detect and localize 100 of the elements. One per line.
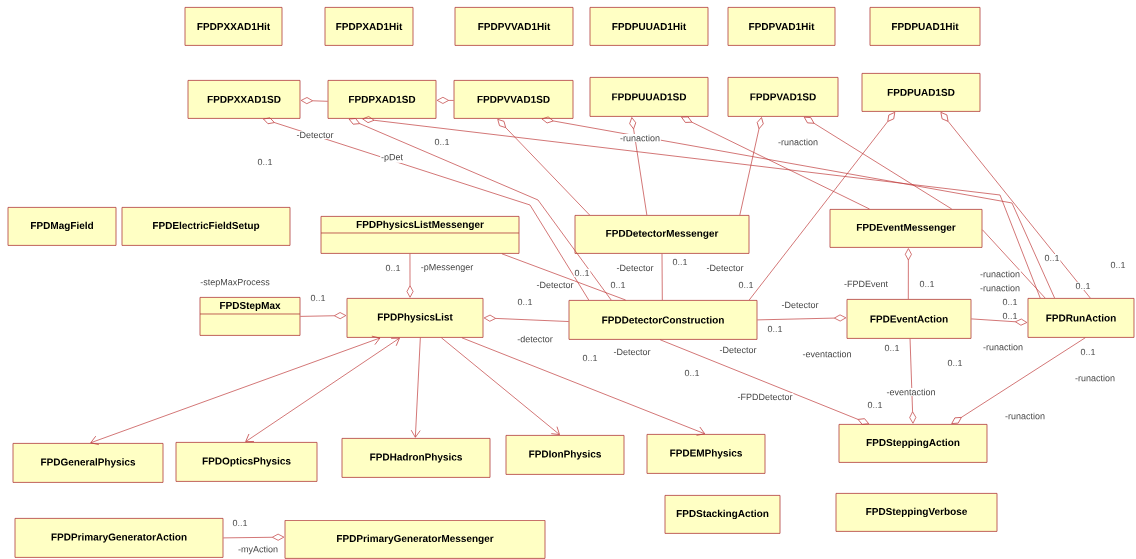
class-box: FPDPXXAD1Hit <box>184 7 283 46</box>
multiplicity-label: 0..1 <box>384 264 402 272</box>
association-line <box>803 116 953 210</box>
edge-label: -myAction <box>237 545 279 555</box>
class-box: FPDPUAD1SD <box>861 73 981 112</box>
association-line <box>436 96 454 104</box>
edge-label: -FPDEvent <box>843 280 889 288</box>
class-box: FPDEMPhysics <box>646 434 766 474</box>
edge-label: -pDet <box>380 153 404 163</box>
association-line <box>971 318 1028 326</box>
multiplicity-label: 0..1 <box>231 519 249 527</box>
edge-label: -runaction <box>619 133 661 143</box>
class-box: FPDRunAction <box>1027 298 1135 338</box>
multiplicity-label: 0..1 <box>609 281 627 289</box>
multiplicity-label: 0..1 <box>309 294 327 302</box>
class-box: FPDDetectorConstruction <box>568 300 758 340</box>
association-line <box>739 117 764 216</box>
multiplicity-label: -Detector <box>612 348 652 356</box>
association-line <box>441 337 560 435</box>
multiplicity-label: 0..1 <box>256 158 274 166</box>
multiplicity-label: 0..1 <box>766 325 784 333</box>
class-box: FPDPXAD1Hit <box>324 7 414 46</box>
edge-label: -Detector <box>295 131 335 139</box>
multiplicity-label: 0..1 <box>683 369 701 377</box>
association-line <box>348 118 612 301</box>
association-line <box>681 116 870 210</box>
association-line <box>748 112 896 301</box>
association-line <box>940 112 1091 299</box>
class-box: FPDPhysicsList <box>346 298 484 338</box>
edge-label: -detector <box>516 334 554 344</box>
multiplicity-label: 0..1 <box>946 359 964 367</box>
edge-label: -eventaction <box>885 387 937 397</box>
association-line <box>90 335 381 445</box>
edge-label: -FPDDetector <box>736 393 794 401</box>
association-line <box>483 314 569 322</box>
class-box: FPDPUUAD1Hit <box>589 7 709 46</box>
association-line <box>245 337 400 442</box>
class-box: FPDGeneralPhysics <box>12 443 164 483</box>
multiplicity-label: -Detector <box>535 281 575 289</box>
multiplicity-label: 0..1 <box>573 269 591 277</box>
class-box: FPDStackingAction <box>664 495 781 534</box>
multiplicity-label: 0..1 <box>433 138 451 146</box>
multiplicity-label: 0..1 <box>1001 298 1019 306</box>
association-line <box>223 533 285 541</box>
association-line <box>951 337 1086 424</box>
association-line <box>909 338 917 424</box>
multiplicity-label: 0..1 <box>1043 254 1061 262</box>
class-box: FPDHadronPhysics <box>341 438 491 478</box>
class-box: FPDPVVAD1Hit <box>454 7 574 46</box>
class-box: FPDIonPhysics <box>505 435 625 475</box>
class-box: FPDDetectorMessenger <box>574 215 750 254</box>
multiplicity-label: 0..1 <box>1109 261 1127 269</box>
multiplicity-label: 0..1 <box>1079 348 1097 356</box>
multiplicity-label: 0..1 <box>918 280 936 288</box>
class-box: FPDPVVAD1SD <box>453 80 574 119</box>
association-line <box>362 116 1041 299</box>
multiplicity-label: -eventaction <box>801 349 853 359</box>
class-box: FPDPVAD1SD <box>727 77 839 117</box>
association-line <box>904 248 912 300</box>
multiplicity-label: 0..1 <box>1001 312 1019 320</box>
edge-label: -runaction <box>1004 411 1046 421</box>
class-box: FPDPUAD1Hit <box>869 7 981 46</box>
multiplicity-label: 0..1 <box>516 298 534 306</box>
class-box: FPDPrimaryGeneratorAction <box>14 518 224 558</box>
class-box: FPDPUUAD1SD <box>589 77 709 117</box>
multiplicity-label: -runaction <box>979 283 1021 293</box>
edge-label: -stepMaxProcess <box>199 278 271 288</box>
multiplicity-label: -Detector <box>705 264 745 272</box>
multiplicity-label: -Detector <box>615 264 655 272</box>
multiplicity-label: 0..1 <box>581 354 599 362</box>
association-line <box>410 337 421 438</box>
association-line <box>541 116 1055 299</box>
class-box: FPDPrimaryGeneratorMessenger <box>284 520 546 559</box>
class-box: FPDSteppingVerbose <box>835 493 998 532</box>
class-box: FPDMagField <box>7 207 117 246</box>
association-line <box>659 339 870 425</box>
association-line <box>982 229 1046 299</box>
class-box: FPDPXXAD1SD <box>187 80 301 119</box>
multiplicity-label: 0..1 <box>1074 282 1092 290</box>
edge-label: -Detector <box>780 301 820 309</box>
association-line <box>661 253 663 301</box>
association-line <box>263 117 590 301</box>
multiplicity-label: 0..1 <box>737 281 755 289</box>
multiplicity-label: 0..1 <box>866 401 884 409</box>
class-box: FPDStepMax <box>199 297 301 336</box>
class-box: FPDEventAction <box>846 299 972 339</box>
class-box: FPDOpticsPhysics <box>175 442 318 482</box>
class-box: FPDPhysicsListMessenger <box>320 216 520 254</box>
association-line <box>629 117 648 216</box>
class-box: FPDPVAD1Hit <box>727 7 836 46</box>
class-box: FPDElectricFieldSetup <box>121 207 291 246</box>
multiplicity-label: -runaction <box>982 342 1024 352</box>
association-line <box>497 119 590 216</box>
association-line <box>461 337 706 436</box>
class-box: FPDSteppingAction <box>838 424 988 463</box>
association-line <box>501 253 626 301</box>
edge-label: -pMessenger <box>419 263 475 273</box>
association-line <box>300 312 347 320</box>
association-line <box>300 97 328 105</box>
class-box: FPDPXAD1SD <box>327 80 437 119</box>
